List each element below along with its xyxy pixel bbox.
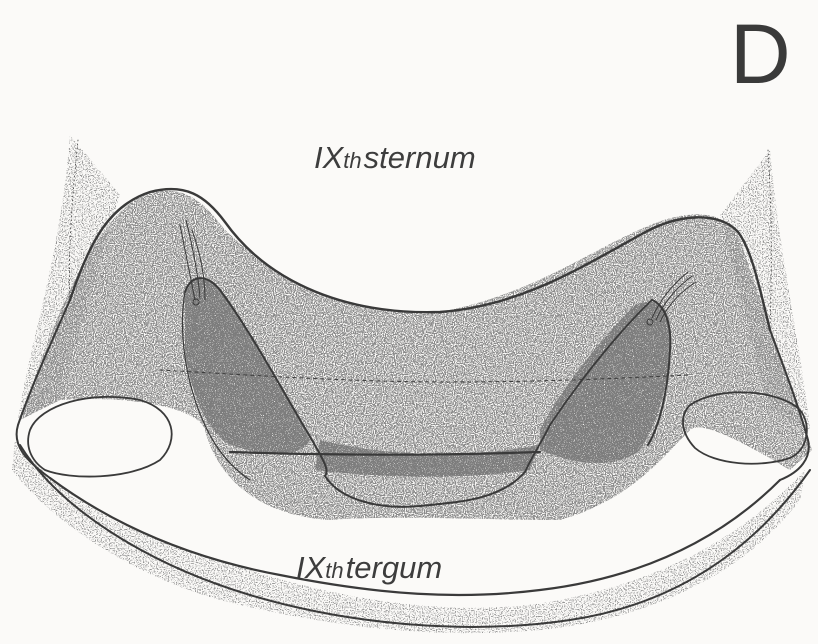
sternum-label-subscript: th: [343, 148, 361, 173]
tergum-label-subscript: th: [325, 558, 343, 583]
sternum-label-roman: IX: [314, 140, 343, 175]
tergum-label: IXthtergum: [296, 552, 442, 583]
tergum-label-roman: IX: [296, 550, 325, 585]
sternum-label: IXthsternum: [314, 142, 476, 173]
tergum-label-word: tergum: [346, 550, 442, 585]
panel-letter: D: [730, 12, 791, 96]
sternum-label-word: sternum: [364, 140, 476, 175]
